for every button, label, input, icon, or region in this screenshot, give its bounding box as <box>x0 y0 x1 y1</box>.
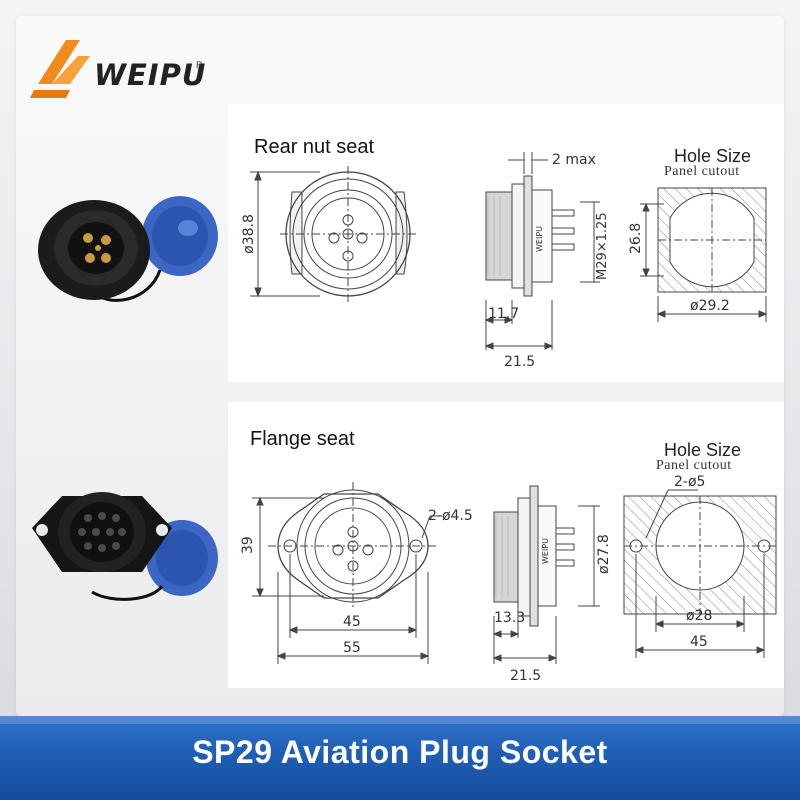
rear-hole-height: 26.8 <box>628 223 644 254</box>
registered-mark: R <box>196 60 203 70</box>
weipu-logo <box>30 40 90 98</box>
rear-nut-title: Rear nut seat <box>254 136 375 158</box>
flange-hole-holes: 2-ø5 <box>674 474 705 490</box>
rear-nut-connector-photo <box>38 196 218 302</box>
footer-title: SP29 Aviation Plug Socket <box>192 734 608 770</box>
footer-stripe <box>0 716 800 724</box>
flange-outer-width: 55 <box>343 640 361 656</box>
rear-nut-panel: Rear nut seat Hole Size Panel cutout ø38… <box>228 104 784 382</box>
flange-panel: Flange seat Hole Size Panel cutout <box>228 402 784 688</box>
flange-holes: 2-ø4.5 <box>428 508 473 524</box>
flange-hole-size-title: Hole Size <box>664 440 742 460</box>
rear-panel-cutout-label: Panel cutout <box>664 164 740 179</box>
flange-connector-photo <box>32 492 218 601</box>
rear-nut-drawing: ø38.8 2 max WEIPU M29×1.2 <box>241 152 768 370</box>
flange-title: Flange seat <box>250 428 355 450</box>
flange-side-dim-a: 13.3 <box>494 610 525 626</box>
rear-front-diameter: ø38.8 <box>241 214 257 254</box>
rear-side-dim-b: 21.5 <box>504 354 535 370</box>
flange-inner-width: 45 <box>343 614 361 630</box>
rear-thread: M29×1.25 <box>595 212 610 280</box>
flange-drawing: 39 2-ø4.5 45 55 WEIPU ø27.8 13.3 21.5 <box>240 474 777 684</box>
flange-hole-width: 45 <box>690 634 708 650</box>
rear-body-mark: WEIPU <box>535 226 544 252</box>
flange-panel-cutout-label: Panel cutout <box>656 458 732 473</box>
rear-hole-width: ø29.2 <box>690 298 730 314</box>
footer-bar <box>0 716 800 800</box>
rear-side-max: 2 max <box>552 152 596 168</box>
brand-name: WEIPU <box>94 58 207 92</box>
flange-hole-diameter: ø28 <box>686 608 712 624</box>
flange-side-dim-b: 21.5 <box>510 668 541 684</box>
flange-body-mark: WEIPU <box>541 538 550 564</box>
rear-side-dim-a: 11.7 <box>488 306 519 322</box>
rear-hole-size-title: Hole Size <box>674 146 752 166</box>
flange-height: 39 <box>240 536 256 554</box>
flange-side-diameter: ø27.8 <box>596 534 612 574</box>
